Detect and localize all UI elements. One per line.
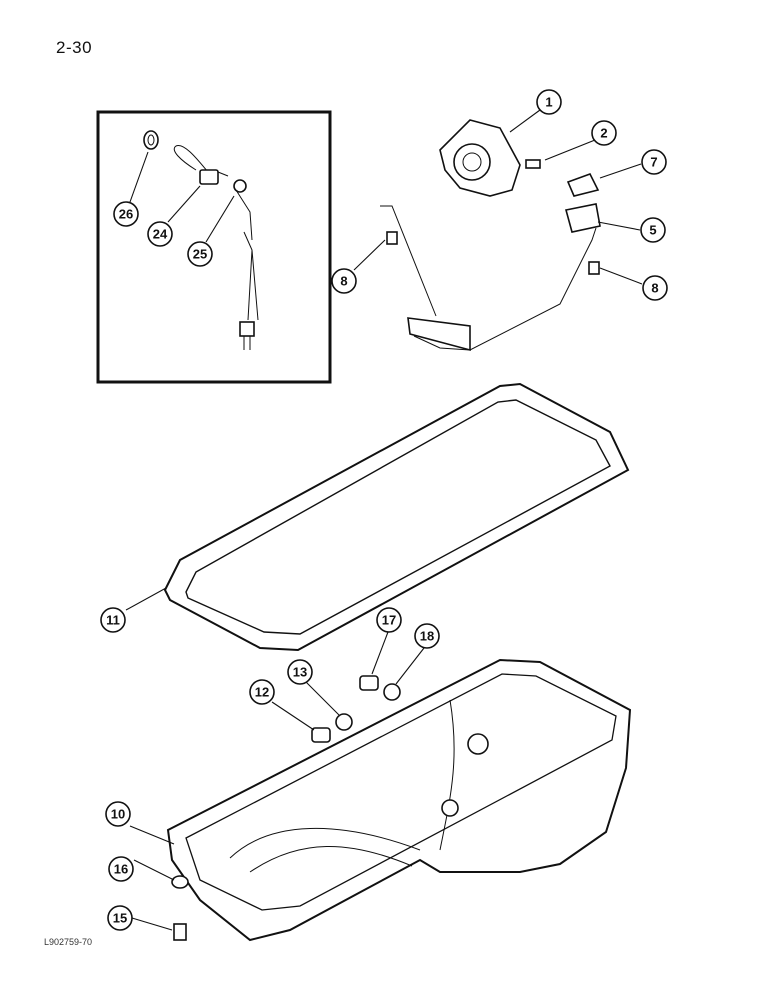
callout-10: 10 <box>105 801 131 827</box>
inset-frame <box>96 110 332 384</box>
oil-pump-assembly <box>380 119 601 352</box>
svg-text:10: 10 <box>111 807 125 822</box>
callout-18: 18 <box>414 623 440 649</box>
callout-13: 13 <box>287 659 313 685</box>
callout-25: 25 <box>187 241 213 267</box>
svg-text:13: 13 <box>293 665 307 680</box>
svg-text:7: 7 <box>650 155 657 170</box>
svg-text:11: 11 <box>106 613 120 628</box>
callout-5: 5 <box>640 217 666 243</box>
callout-17: 17 <box>376 607 402 633</box>
oil-pan <box>166 658 632 942</box>
oil-pan-gasket <box>163 382 630 652</box>
svg-text:15: 15 <box>113 911 127 926</box>
callout-16: 16 <box>108 856 134 882</box>
svg-text:2: 2 <box>600 126 607 141</box>
callout-24: 24 <box>147 221 173 247</box>
page-number: 2-30 <box>56 38 93 57</box>
figure-code: L902759-70 <box>44 937 93 947</box>
callout-7: 7 <box>641 149 667 175</box>
callout-8-right: 8 <box>642 275 668 301</box>
svg-text:8: 8 <box>651 281 658 296</box>
svg-text:26: 26 <box>119 207 133 222</box>
callout-12: 12 <box>249 679 275 705</box>
drain-plugs-washers <box>171 675 401 941</box>
svg-text:1: 1 <box>545 95 552 110</box>
svg-text:8: 8 <box>340 274 347 289</box>
svg-text:16: 16 <box>114 862 128 877</box>
callout-15: 15 <box>107 905 133 931</box>
callout-2: 2 <box>591 120 617 146</box>
leader-lines <box>125 109 643 931</box>
callout-26: 26 <box>113 201 139 227</box>
svg-text:12: 12 <box>255 685 269 700</box>
svg-text:18: 18 <box>420 629 434 644</box>
svg-text:5: 5 <box>649 223 656 238</box>
svg-text:17: 17 <box>382 613 396 628</box>
callout-8-left: 8 <box>331 268 357 294</box>
callout-1: 1 <box>536 89 562 115</box>
callout-11: 11 <box>100 607 126 633</box>
inset-parts <box>143 130 259 350</box>
svg-text:25: 25 <box>193 247 207 262</box>
svg-text:24: 24 <box>153 227 168 242</box>
